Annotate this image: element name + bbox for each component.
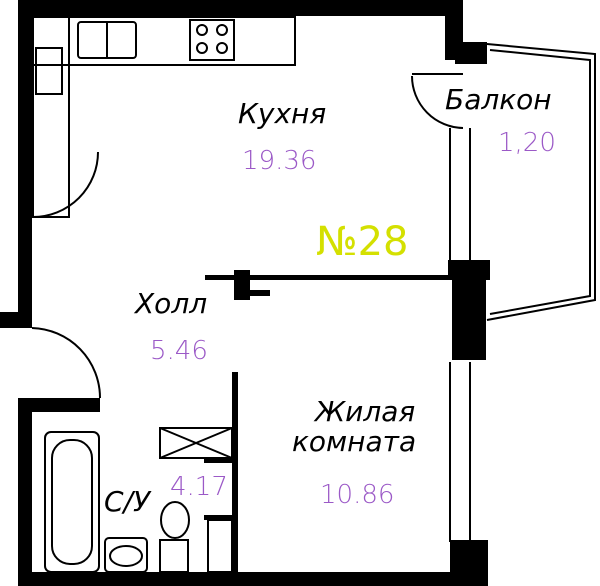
toilet-bowl	[160, 501, 190, 539]
partition-small	[240, 290, 270, 296]
bathroom-name: С/У	[104, 485, 151, 518]
thin-lines	[31, 16, 596, 573]
wall-left-lower	[18, 398, 32, 586]
wall-left-cap	[0, 312, 32, 328]
living-name-line2: комната	[292, 425, 417, 458]
partition-bath-vertical	[232, 372, 238, 586]
walls	[0, 0, 490, 586]
washing-machine	[207, 519, 233, 573]
partition-hall-living	[205, 275, 450, 280]
kitchen-side-counter	[32, 16, 70, 218]
washbasin	[104, 537, 148, 573]
wall-right-upper-corner	[455, 42, 487, 64]
wall-right-mid-block	[448, 260, 490, 280]
washbasin-bowl	[109, 545, 143, 567]
kitchen-name: Кухня	[238, 97, 327, 130]
wall-bottom	[18, 572, 488, 586]
partition-bath-low	[204, 515, 238, 520]
hall-area: 5.46	[150, 336, 208, 366]
kitchen-area: 19.36	[242, 146, 317, 176]
balcony-area: 1,20	[498, 128, 556, 158]
wall-right-mid-pier	[452, 280, 486, 360]
balcony-inner	[489, 49, 591, 315]
wall-left-lower-cap	[18, 398, 100, 412]
balcony-outline	[486, 43, 596, 321]
balcony-name: Балкон	[445, 83, 552, 116]
entrance-door-swing	[31, 327, 101, 399]
wall-right-lower-block	[450, 540, 488, 586]
apartment-number: №28	[316, 219, 409, 265]
hall-name: Холл	[135, 287, 208, 320]
toilet-tank	[159, 539, 189, 573]
ventilation-shaft	[159, 427, 233, 459]
living-name-line1: Жилая	[315, 395, 416, 428]
bathtub	[44, 431, 100, 573]
stove	[189, 19, 235, 61]
living-area: 10.86	[320, 480, 395, 510]
balcony-door-swing	[411, 75, 464, 129]
wall-top	[18, 0, 458, 16]
bathtub-inner	[51, 439, 93, 565]
wall-left-upper	[18, 0, 32, 320]
kitchen-counter	[32, 16, 296, 66]
partition-bath-top	[204, 458, 238, 463]
fridge	[35, 47, 63, 95]
bathroom-area: 4.17	[170, 472, 228, 502]
shaft-cross-2	[159, 427, 233, 459]
kitchen-door-swing	[32, 151, 99, 218]
